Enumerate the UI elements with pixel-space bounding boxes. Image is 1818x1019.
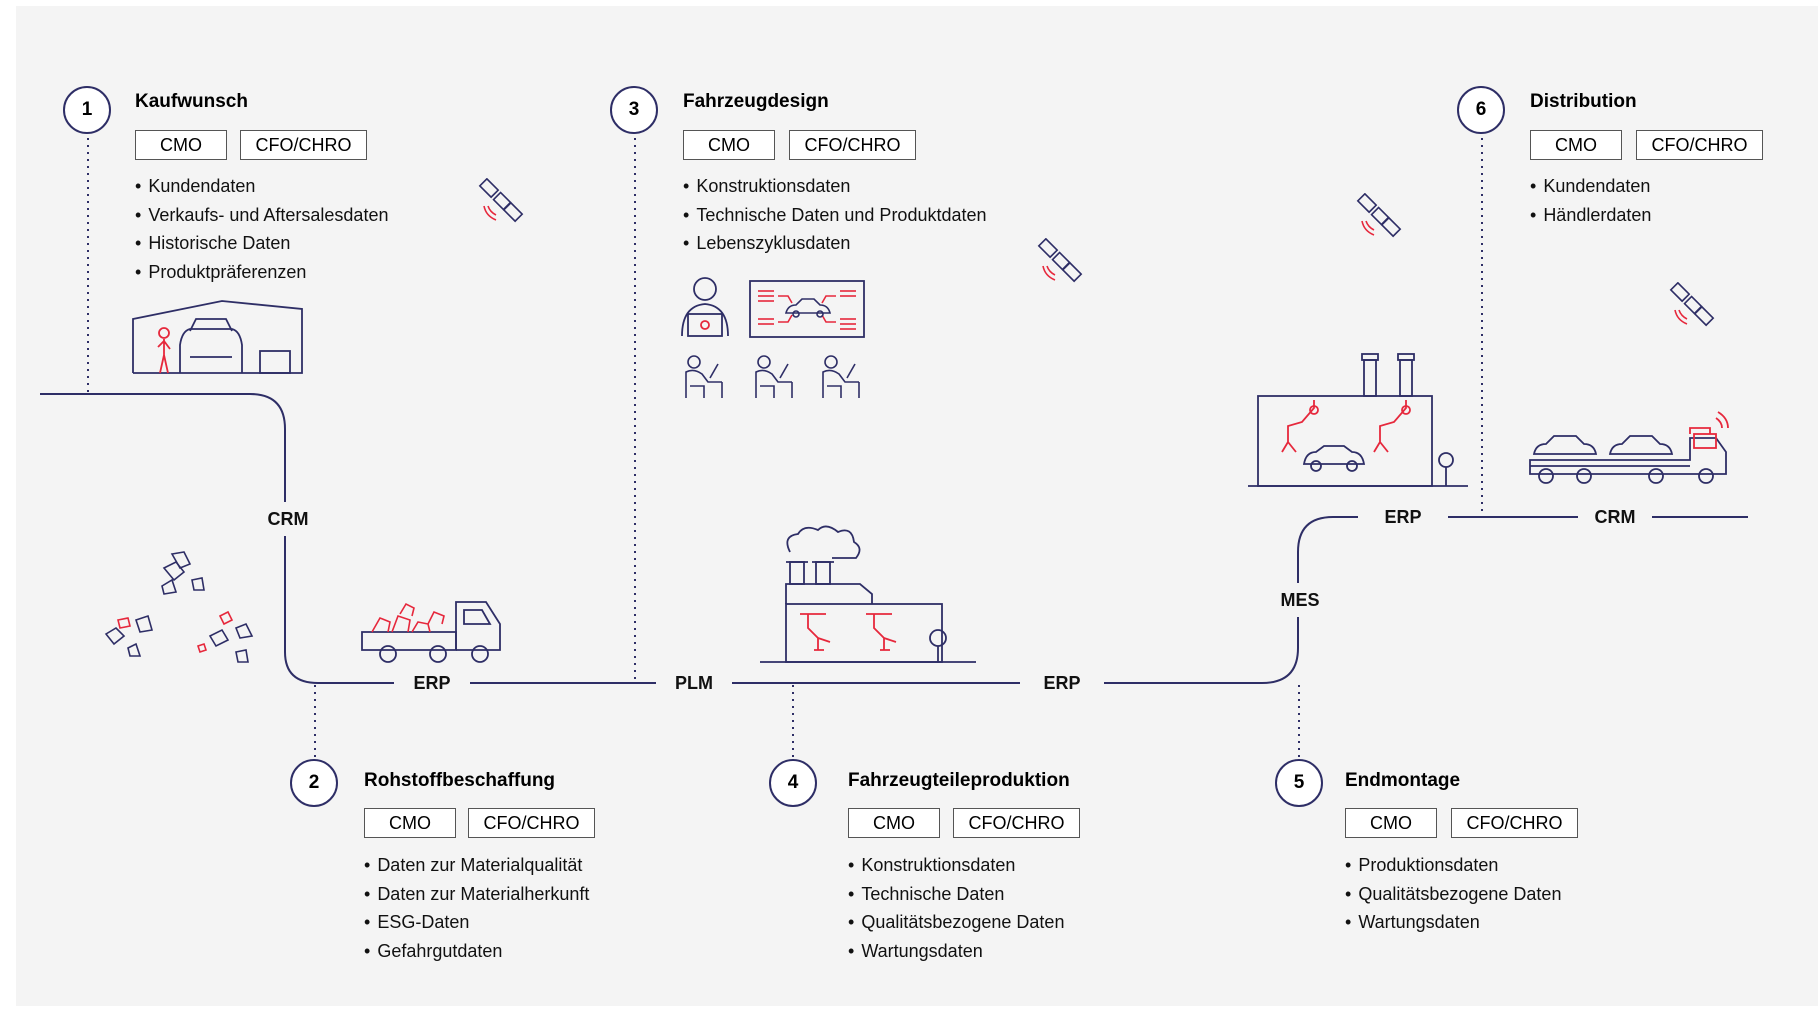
step-title: Fahrzeugteileproduktion — [848, 770, 1070, 791]
data-list: Kundendaten Händlerdaten — [1530, 172, 1651, 229]
role-tag-cfo-chro: CFO/CHRO — [789, 130, 916, 160]
list-item: Produktionsdaten — [1345, 851, 1561, 880]
system-label-erp: ERP — [1020, 666, 1104, 700]
step-number: 1 — [63, 86, 111, 134]
list-item: ESG-Daten — [364, 908, 589, 937]
list-item: Verkaufs- und Aftersalesdaten — [135, 201, 388, 230]
step-title: Kaufwunsch — [135, 91, 248, 112]
list-item: Kundendaten — [1530, 172, 1651, 201]
role-tag-cmo: CMO — [1345, 808, 1437, 838]
list-item: Daten zur Materialqualität — [364, 851, 589, 880]
list-item: Kundendaten — [135, 172, 388, 201]
list-item: Konstruktionsdaten — [683, 172, 987, 201]
list-item: Historische Daten — [135, 229, 388, 258]
list-item: Produktpräferenzen — [135, 258, 388, 287]
engineer-desk-icon — [685, 355, 723, 398]
data-list: Konstruktionsdaten Technische Daten und … — [683, 172, 987, 258]
engineer-desk-icon — [822, 355, 860, 398]
role-tag-cfo-chro: CFO/CHRO — [240, 130, 367, 160]
data-list: Konstruktionsdaten Technische Daten Qual… — [848, 851, 1064, 965]
role-tag-cmo: CMO — [848, 808, 940, 838]
role-tag-cfo-chro: CFO/CHRO — [1451, 808, 1578, 838]
list-item: Technische Daten — [848, 880, 1064, 909]
list-item: Lebenszyklusdaten — [683, 229, 987, 258]
step-number: 2 — [290, 759, 338, 807]
list-item: Wartungsdaten — [1345, 908, 1561, 937]
role-tag-cmo: CMO — [135, 130, 227, 160]
step-title: Endmontage — [1345, 770, 1461, 791]
system-label-crm: CRM — [234, 502, 342, 536]
list-item: Technische Daten und Produktdaten — [683, 201, 986, 230]
step-number: 6 — [1457, 86, 1505, 134]
car-transporter-icon — [1529, 411, 1729, 484]
designer-icon — [681, 277, 729, 337]
rock-materials-icon — [104, 551, 254, 663]
satellite-icon — [1669, 282, 1715, 327]
system-label-crm: CRM — [1578, 500, 1652, 534]
role-tag-cmo: CMO — [1530, 130, 1622, 160]
list-item: Gefahrgutdaten — [364, 937, 589, 966]
satellite-icon — [1037, 238, 1083, 283]
role-tag-cfo-chro: CFO/CHRO — [468, 808, 595, 838]
engineer-desk-icon — [755, 355, 793, 398]
step-title: Fahrzeugdesign — [683, 91, 829, 112]
list-item: Konstruktionsdaten — [848, 851, 1064, 880]
data-list: Kundendaten Verkaufs- und Aftersalesdate… — [135, 172, 388, 286]
car-blueprint-screen-icon — [749, 280, 865, 338]
list-item: Qualitätsbezogene Daten — [1345, 880, 1561, 909]
step-number: 5 — [1275, 759, 1323, 807]
data-list: Daten zur Materialqualität Daten zur Mat… — [364, 851, 589, 965]
system-label-erp: ERP — [394, 666, 470, 700]
system-label-mes: MES — [1262, 583, 1338, 617]
role-tag-cfo-chro: CFO/CHRO — [1636, 130, 1763, 160]
role-tag-cfo-chro: CFO/CHRO — [953, 808, 1080, 838]
system-label-erp: ERP — [1358, 500, 1448, 534]
pickup-truck-icon — [361, 601, 501, 663]
car-dealership-icon — [132, 300, 303, 374]
list-item: Wartungsdaten — [848, 937, 1064, 966]
step-title: Distribution — [1530, 91, 1637, 112]
list-item: Qualitätsbezogene Daten — [848, 908, 1064, 937]
data-list: Produktionsdaten Qualitätsbezogene Daten… — [1345, 851, 1561, 937]
satellite-icon — [1356, 193, 1402, 238]
step-number: 3 — [610, 86, 658, 134]
factory-icon — [760, 525, 976, 663]
system-label-plm: PLM — [656, 666, 732, 700]
assembly-plant-icon — [1248, 353, 1468, 487]
role-tag-cmo: CMO — [364, 808, 456, 838]
list-item: Händlerdaten — [1530, 201, 1651, 230]
step-number: 4 — [769, 759, 817, 807]
satellite-icon — [478, 178, 524, 223]
step-title: Rohstoffbeschaffung — [364, 770, 556, 791]
role-tag-cmo: CMO — [683, 130, 775, 160]
list-item: Daten zur Materialherkunft — [364, 880, 589, 909]
